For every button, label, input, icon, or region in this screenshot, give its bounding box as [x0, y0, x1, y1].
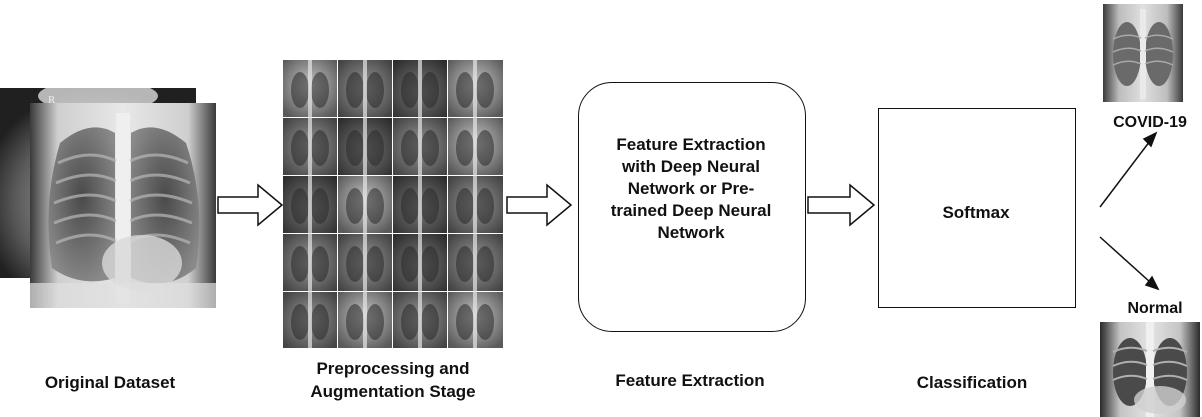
block-arrow-3	[807, 183, 876, 227]
feature-extraction-label: Feature Extraction	[615, 371, 765, 390]
feature-extraction-box-text: Feature Extraction with Deep Neural Netw…	[610, 135, 772, 242]
preprocessing-grid-image	[283, 60, 503, 348]
covid-label: COVID-19	[1113, 114, 1187, 131]
xray-original	[30, 103, 216, 308]
grid-lung-shapes	[291, 72, 494, 340]
xray-original-image	[30, 103, 216, 308]
xray-marker: R	[48, 94, 56, 106]
feature-extraction-box	[578, 82, 806, 332]
softmax-box	[878, 108, 1076, 308]
original-dataset-label: Original Dataset	[44, 373, 176, 392]
block-arrow-1	[217, 183, 284, 227]
arrow-to-normal	[1099, 236, 1151, 283]
softmax-box-text: Softmax	[942, 203, 1010, 222]
preprocessing-grid	[283, 60, 503, 348]
block-arrow-2	[506, 183, 573, 227]
preprocessing-label-line2: Augmentation Stage	[310, 382, 476, 401]
arrow-to-covid	[1099, 140, 1151, 208]
grid-spines	[308, 60, 477, 348]
xray-covid	[1103, 4, 1183, 102]
xray-normal-image	[1100, 322, 1200, 417]
xray-covid-image	[1103, 4, 1183, 102]
classification-label: Classification	[916, 373, 1028, 392]
arrow-to-covid-head	[1142, 131, 1158, 148]
arrow-to-normal-head	[1144, 275, 1160, 291]
preprocessing-label-line1: Preprocessing and	[316, 359, 470, 378]
normal-label: Normal	[1127, 300, 1183, 317]
xray-normal	[1100, 322, 1200, 417]
